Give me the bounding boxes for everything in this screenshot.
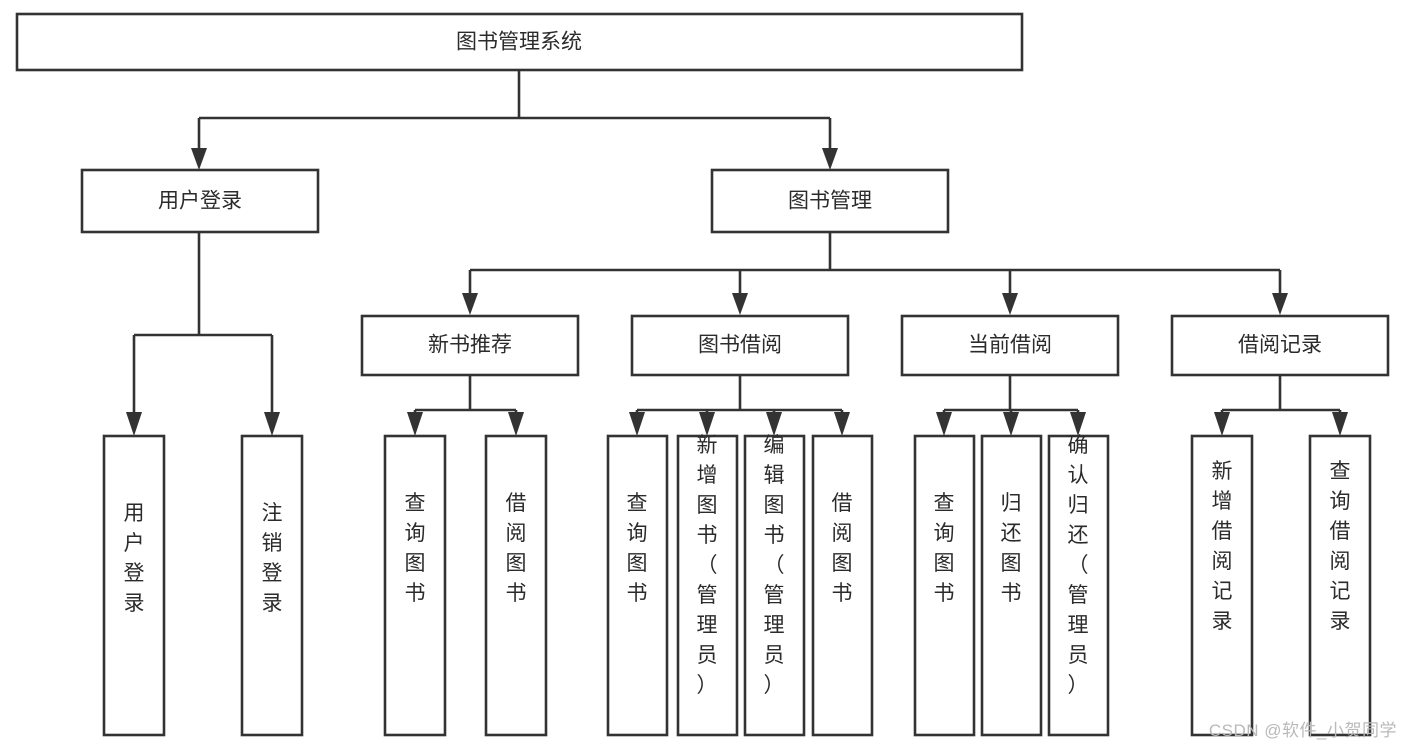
leaf-current-2-label: 归还图书 xyxy=(1001,492,1022,605)
leaf-user-login-1-box[interactable] xyxy=(102,434,166,737)
leaf-borrow-1-box[interactable] xyxy=(606,434,669,737)
node-user-login-label: 用户登录 xyxy=(158,190,242,213)
arrow-head-borrow-record xyxy=(1272,293,1288,315)
node-user-login-box[interactable] xyxy=(80,168,320,234)
node-root-label: 图书管理系统 xyxy=(456,31,582,54)
node-root[interactable]: 图书管理系统 xyxy=(15,12,1024,72)
leaf-user-login-2-label: 注销登录 xyxy=(262,502,283,615)
leaf-borrow-3[interactable]: 编辑图书（管理员） xyxy=(743,434,806,737)
leaf-borrow-3-box[interactable] xyxy=(743,434,806,737)
node-book-borrow-label: 图书借阅 xyxy=(698,334,782,357)
leaf-user-login-1-label: 用户登录 xyxy=(124,502,145,615)
arrow-head-borrow-leaf-1 xyxy=(629,412,645,436)
leaf-borrow-4-box[interactable] xyxy=(811,434,874,737)
leaf-recommend-1[interactable]: 查询图书 xyxy=(383,434,447,737)
arrow-head-borrow-leaf-2 xyxy=(699,412,715,436)
node-current-borrow-box[interactable] xyxy=(900,314,1120,377)
leaf-current-2-box[interactable] xyxy=(980,434,1043,737)
leaf-record-1-label: 新增借阅记录 xyxy=(1212,460,1233,633)
leaf-current-3[interactable]: 确认归还（管理员） xyxy=(1047,434,1110,737)
arrow-head-new-book-recommend xyxy=(462,293,478,315)
node-user-login[interactable]: 用户登录 xyxy=(80,168,320,234)
leaf-recommend-2[interactable]: 借阅图书 xyxy=(484,434,548,737)
node-new-book-recommend-label: 新书推荐 xyxy=(428,334,512,357)
leaf-record-1[interactable]: 新增借阅记录 xyxy=(1190,434,1254,737)
node-book-borrow[interactable]: 图书借阅 xyxy=(630,314,850,377)
leaf-current-1-box[interactable] xyxy=(913,434,976,737)
arrow-head-user-login-leaf-2 xyxy=(264,412,280,436)
leaf-recommend-2-box[interactable] xyxy=(484,434,548,737)
arrow-head-record-leaf-2 xyxy=(1332,412,1348,436)
leaf-recommend-1-box[interactable] xyxy=(383,434,447,737)
node-borrow-record[interactable]: 借阅记录 xyxy=(1170,314,1390,377)
node-book-management-label: 图书管理 xyxy=(788,190,872,213)
leaf-user-login-2[interactable]: 注销登录 xyxy=(240,434,304,737)
arrow-head-current-leaf-1 xyxy=(936,412,952,436)
node-book-management[interactable]: 图书管理 xyxy=(710,168,950,234)
node-borrow-record-box[interactable] xyxy=(1170,314,1390,377)
arrow-head-book-borrow xyxy=(732,293,748,315)
arrow-head-current-leaf-3 xyxy=(1070,412,1086,436)
leaf-current-1[interactable]: 查询图书 xyxy=(913,434,976,737)
leaf-user-login-2-box[interactable] xyxy=(240,434,304,737)
node-new-book-recommend[interactable]: 新书推荐 xyxy=(360,314,580,377)
node-borrow-record-label: 借阅记录 xyxy=(1238,334,1322,357)
leaf-current-1-label: 查询图书 xyxy=(934,492,955,605)
leaf-borrow-2-label: 新增图书（管理员） xyxy=(697,434,718,697)
leaf-record-1-box[interactable] xyxy=(1190,434,1254,737)
leaf-borrow-3-label: 编辑图书（管理员） xyxy=(764,434,785,697)
arrow-head-current-leaf-2 xyxy=(1003,412,1019,436)
leaf-borrow-1[interactable]: 查询图书 xyxy=(606,434,669,737)
arrow-head-user-login xyxy=(191,148,207,170)
leaf-recommend-2-label: 借阅图书 xyxy=(506,492,527,605)
arrow-head-record-leaf-1 xyxy=(1214,412,1230,436)
arrow-head-recommend-leaf-1 xyxy=(407,412,423,436)
node-book-management-box[interactable] xyxy=(710,168,950,234)
arrow-head-borrow-leaf-3 xyxy=(766,412,782,436)
node-book-borrow-box[interactable] xyxy=(630,314,850,377)
leaf-borrow-4[interactable]: 借阅图书 xyxy=(811,434,874,737)
leaf-borrow-2[interactable]: 新增图书（管理员） xyxy=(676,434,739,737)
arrow-head-current-borrow xyxy=(1002,293,1018,315)
leaf-record-2-label: 查询借阅记录 xyxy=(1330,460,1351,633)
leaf-current-2[interactable]: 归还图书 xyxy=(980,434,1043,737)
leaf-borrow-4-label: 借阅图书 xyxy=(832,492,853,605)
leaf-recommend-1-label: 查询图书 xyxy=(405,492,426,605)
arrow-head-borrow-leaf-4 xyxy=(834,412,850,436)
leaf-borrow-2-box[interactable] xyxy=(676,434,739,737)
arrow-head-user-login-leaf-1 xyxy=(126,412,142,436)
node-current-borrow[interactable]: 当前借阅 xyxy=(900,314,1120,377)
connector-layer xyxy=(126,70,1348,436)
arrow-head-book-mgmt xyxy=(822,148,838,170)
leaf-record-2[interactable]: 查询借阅记录 xyxy=(1308,434,1372,737)
node-new-book-recommend-box[interactable] xyxy=(360,314,580,377)
arrow-head-recommend-leaf-2 xyxy=(508,412,524,436)
leaf-borrow-1-label: 查询图书 xyxy=(627,492,648,605)
leaf-record-2-box[interactable] xyxy=(1308,434,1372,737)
node-root-box[interactable] xyxy=(15,12,1024,72)
node-current-borrow-label: 当前借阅 xyxy=(968,334,1052,357)
leaf-current-3-label: 确认归还（管理员） xyxy=(1068,434,1089,697)
leaf-current-3-box[interactable] xyxy=(1047,434,1110,737)
leaf-user-login-1[interactable]: 用户登录 xyxy=(102,434,166,737)
